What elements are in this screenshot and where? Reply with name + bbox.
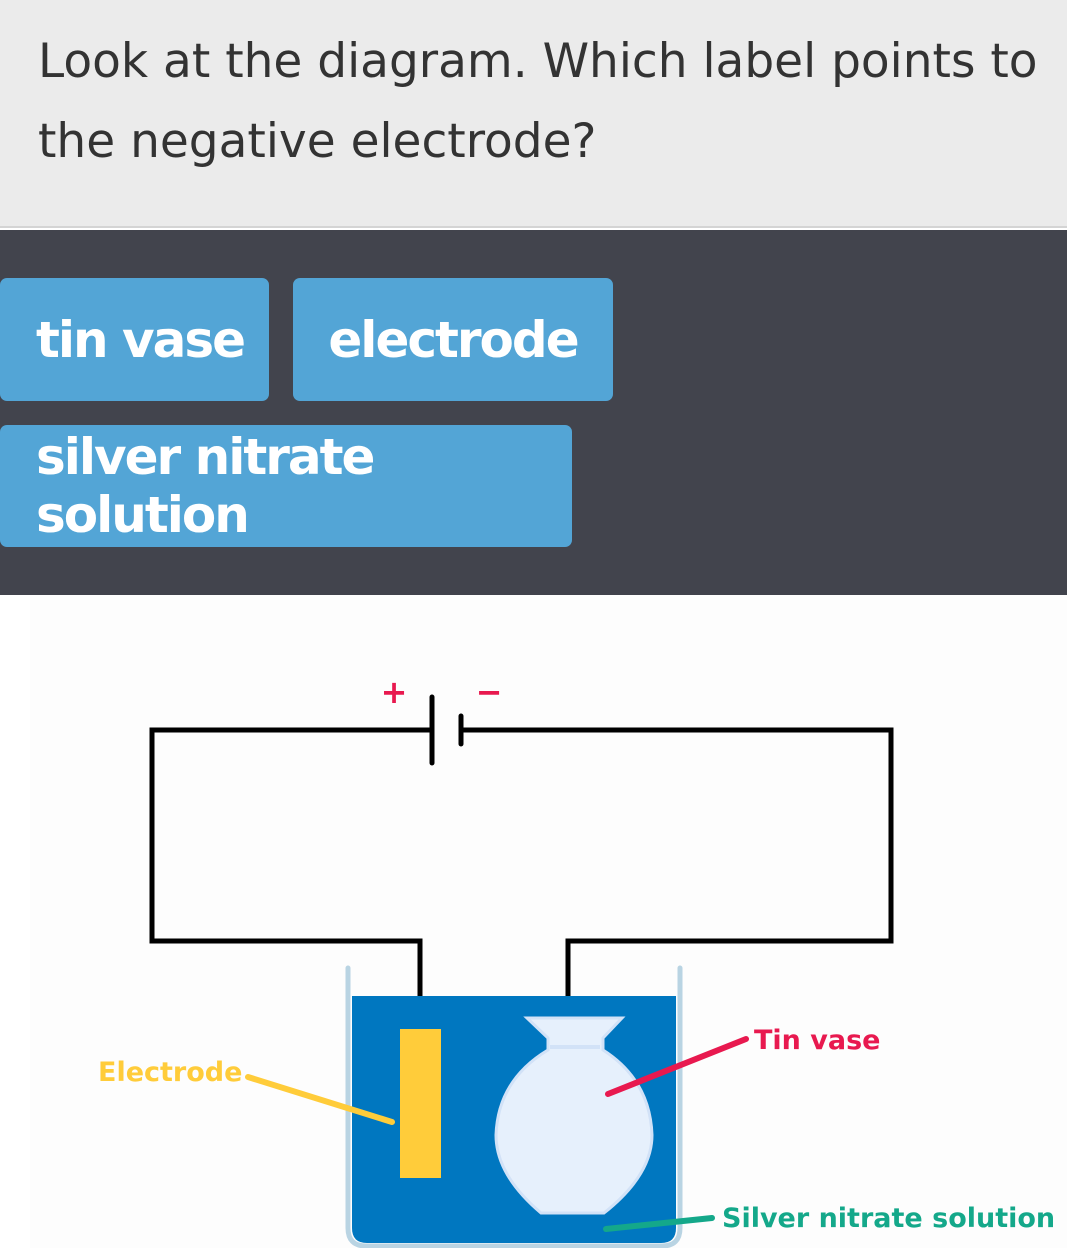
answer-label: electrode [328, 310, 579, 369]
solution-pointer [603, 1215, 715, 1232]
minus-sign: − [476, 673, 503, 711]
electrode [400, 1029, 441, 1178]
electrode-pointer [245, 1074, 395, 1125]
answer-label: silver nitrate solution [36, 428, 375, 544]
wire-negative [461, 727, 894, 1018]
question-panel: Look at the diagram. Which label points … [0, 0, 1067, 228]
answer-electrode[interactable]: electrode [293, 278, 613, 401]
answer-tin-vase[interactable]: tin vase [0, 278, 269, 401]
plus-sign: + [381, 673, 408, 711]
answer-silver-nitrate-solution[interactable]: silver nitrate solution [0, 425, 572, 547]
answer-area: tin vase electrode silver nitrate soluti… [0, 230, 1067, 595]
wire-positive [149, 727, 432, 1030]
tin-vase-pointer [605, 1036, 749, 1097]
tin-vase-label: Tin vase [754, 1025, 881, 1056]
answer-label: tin vase [36, 310, 246, 369]
solution-label: Silver nitrate solution [722, 1203, 1055, 1234]
beaker [345, 965, 683, 1248]
electrode-label: Electrode [98, 1057, 242, 1088]
electrolysis-diagram: + − Electrode Tin vase Silver nitrate so… [30, 600, 1067, 1248]
question-text: Look at the diagram. Which label points … [38, 34, 1038, 169]
